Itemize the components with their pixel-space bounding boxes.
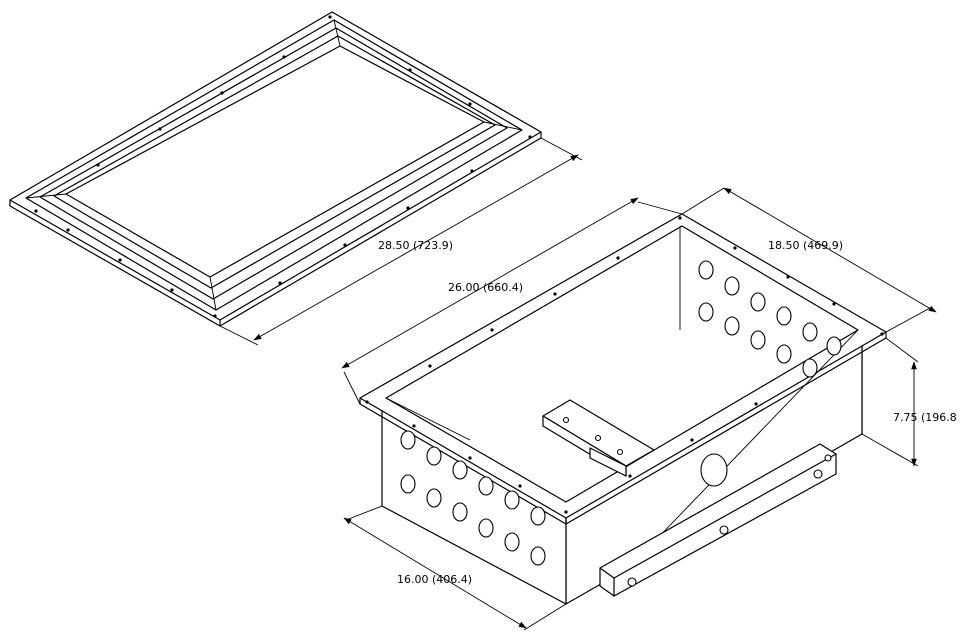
dim-box-length-label: 26.00 (660.4) [448, 281, 523, 294]
dim-box-height-label: 7.75 (196.8 [893, 411, 957, 424]
dimension-box-length: 26.00 (660.4) [341, 197, 683, 405]
mounting-foot-rail [599, 443, 837, 597]
dim-lid-length-label: 28.50 (723.9) [378, 239, 453, 252]
lid-cover [9, 11, 542, 327]
inner-mounting-bracket [542, 399, 655, 477]
front-wall-large-knockout [700, 453, 728, 487]
dim-box-depth-label: 18.50 (469.9) [768, 239, 843, 252]
lid-frame-ring-2 [39, 27, 508, 300]
lid-frame-ring-3 [53, 35, 496, 289]
dim-base-width-label: 16.00 (406.4) [397, 573, 472, 586]
enclosure-box [359, 213, 887, 605]
dimension-box-height: 7.75 (196.8 [861, 337, 957, 467]
dimension-base-width: 16.00 (406.4) [343, 505, 567, 631]
dimension-box-depth: 18.50 (469.9) [681, 187, 937, 333]
